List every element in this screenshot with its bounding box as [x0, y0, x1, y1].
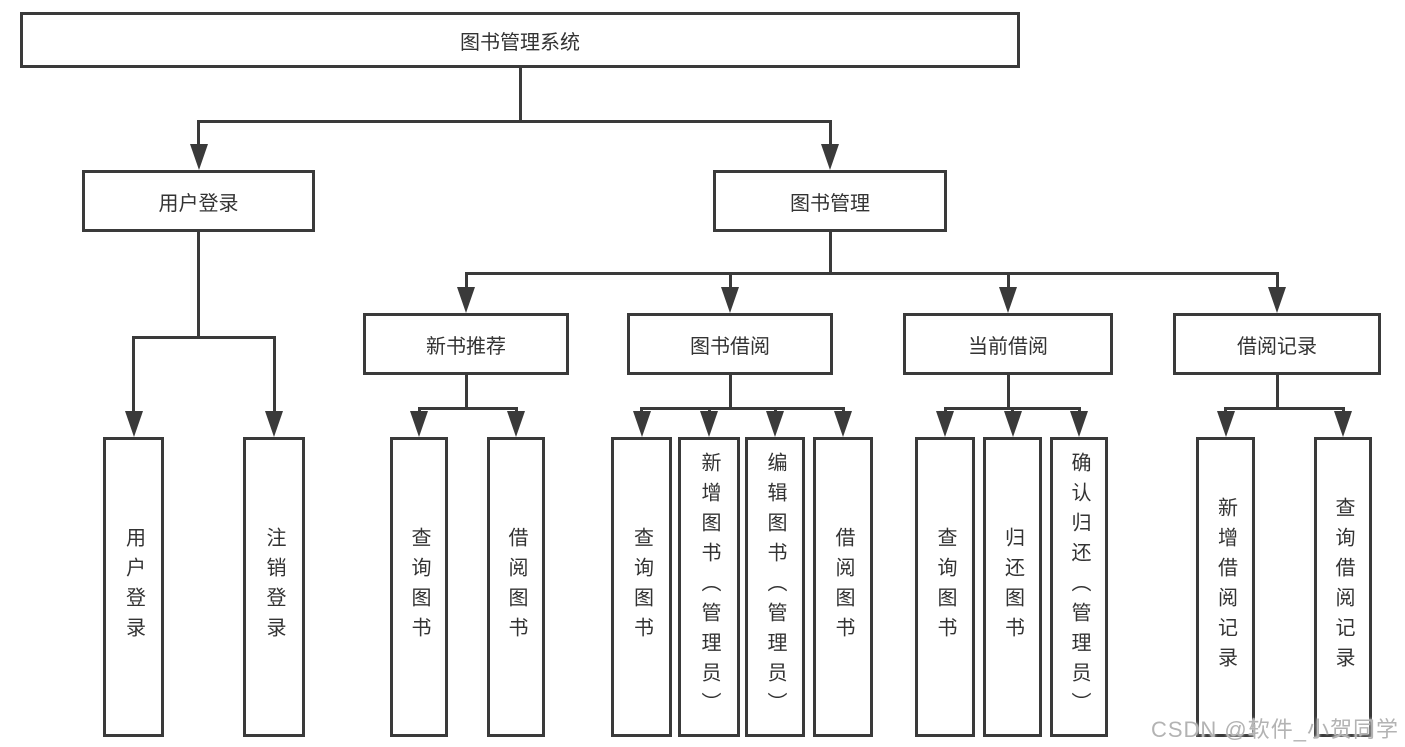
node-book-borrow-label: 图书借阅: [690, 335, 770, 358]
arrow-down-icon: [720, 287, 739, 313]
arrow-down-icon: [700, 411, 718, 437]
connector-line: [132, 336, 276, 339]
node-book-management: 图书管理: [713, 170, 947, 232]
leaf-recommend-borrow-books-label: 借阅图书: [505, 527, 527, 647]
leaf-add-books-admin-label: 新增图书（管理员）: [698, 452, 720, 722]
connector-line: [464, 272, 468, 288]
leaf-current-query-books: 查询图书: [915, 437, 975, 737]
node-borrow-records: 借阅记录: [1173, 313, 1381, 375]
leaf-user-login-label: 用户登录: [122, 527, 145, 647]
arrow-down-icon: [1267, 287, 1286, 313]
node-book-borrow: 图书借阅: [627, 313, 833, 375]
leaf-borrow-borrow-books-label: 借阅图书: [832, 527, 854, 647]
arrow-down-icon: [124, 411, 143, 437]
leaf-user-login: 用户登录: [103, 437, 164, 737]
arrow-down-icon: [456, 287, 475, 313]
arrow-down-icon: [507, 411, 525, 437]
arrow-down-icon: [1334, 411, 1352, 437]
node-user-login-label: 用户登录: [158, 192, 239, 215]
connector-line: [1006, 375, 1010, 410]
leaf-query-borrow-record-label: 查询借阅记录: [1332, 497, 1354, 677]
connector-line: [828, 120, 832, 148]
leaf-logout-label: 注销登录: [263, 527, 285, 647]
arrow-down-icon: [834, 411, 852, 437]
node-new-book-recommend-label: 新书推荐: [426, 335, 506, 358]
node-library-system: 图书管理系统: [20, 12, 1020, 68]
connector-line: [828, 232, 832, 275]
connector-line: [518, 68, 522, 120]
leaf-borrow-query-books: 查询图书: [611, 437, 672, 737]
arrow-down-icon: [410, 411, 428, 437]
connector-line: [132, 336, 135, 412]
node-library-system-label: 图书管理系统: [460, 31, 580, 54]
leaf-confirm-return-admin-label: 确认归还（管理员）: [1068, 452, 1090, 722]
leaf-recommend-borrow-books: 借阅图书: [487, 437, 545, 737]
csdn-watermark: CSDN @软件_小贺同学: [1150, 717, 1399, 742]
leaf-edit-books-admin-label: 编辑图书（管理员）: [764, 452, 786, 722]
leaf-confirm-return-admin: 确认归还（管理员）: [1050, 437, 1108, 737]
leaf-borrow-query-books-label: 查询图书: [630, 527, 653, 647]
node-current-borrow: 当前借阅: [903, 313, 1113, 375]
leaf-recommend-query-books: 查询图书: [390, 437, 448, 737]
leaf-query-borrow-record: 查询借阅记录: [1314, 437, 1372, 737]
leaf-logout: 注销登录: [243, 437, 305, 737]
connector-line: [1275, 375, 1279, 410]
connector-line: [1006, 272, 1010, 288]
arrow-down-icon: [766, 411, 784, 437]
leaf-add-borrow-record-label: 新增借阅记录: [1214, 497, 1237, 677]
arrow-down-icon: [821, 144, 839, 170]
arrow-down-icon: [1216, 411, 1235, 437]
arrow-down-icon: [998, 287, 1017, 313]
node-book-management-label: 图书管理: [790, 192, 870, 215]
connector-line: [197, 232, 200, 336]
arrow-down-icon: [1003, 411, 1022, 437]
arrow-down-icon: [265, 411, 283, 437]
connector-line: [1275, 272, 1279, 288]
leaf-return-books: 归还图书: [983, 437, 1042, 737]
leaf-add-books-admin: 新增图书（管理员）: [678, 437, 740, 737]
connector-line: [464, 375, 468, 410]
node-user-login: 用户登录: [82, 170, 315, 232]
connector-line: [1224, 407, 1345, 410]
connector-line: [640, 407, 845, 410]
leaf-current-query-books-label: 查询图书: [934, 527, 956, 647]
leaf-borrow-borrow-books: 借阅图书: [813, 437, 873, 737]
leaf-edit-books-admin: 编辑图书（管理员）: [745, 437, 805, 737]
arrow-down-icon: [936, 411, 954, 437]
node-current-borrow-label: 当前借阅: [968, 335, 1048, 358]
leaf-recommend-query-books-label: 查询图书: [408, 527, 430, 647]
arrow-down-icon: [189, 144, 208, 170]
node-new-book-recommend: 新书推荐: [363, 313, 569, 375]
connector-line: [464, 272, 1279, 275]
connector-line: [728, 272, 732, 288]
node-borrow-records-label: 借阅记录: [1237, 335, 1317, 358]
connector-line: [272, 336, 276, 412]
leaf-return-books-label: 归还图书: [1001, 527, 1024, 647]
connector-line: [197, 120, 200, 148]
arrow-down-icon: [632, 411, 651, 437]
connector-line: [728, 375, 732, 410]
leaf-add-borrow-record: 新增借阅记录: [1196, 437, 1255, 737]
arrow-down-icon: [1070, 411, 1088, 437]
connector-line: [417, 407, 518, 410]
connector-line: [197, 120, 832, 123]
